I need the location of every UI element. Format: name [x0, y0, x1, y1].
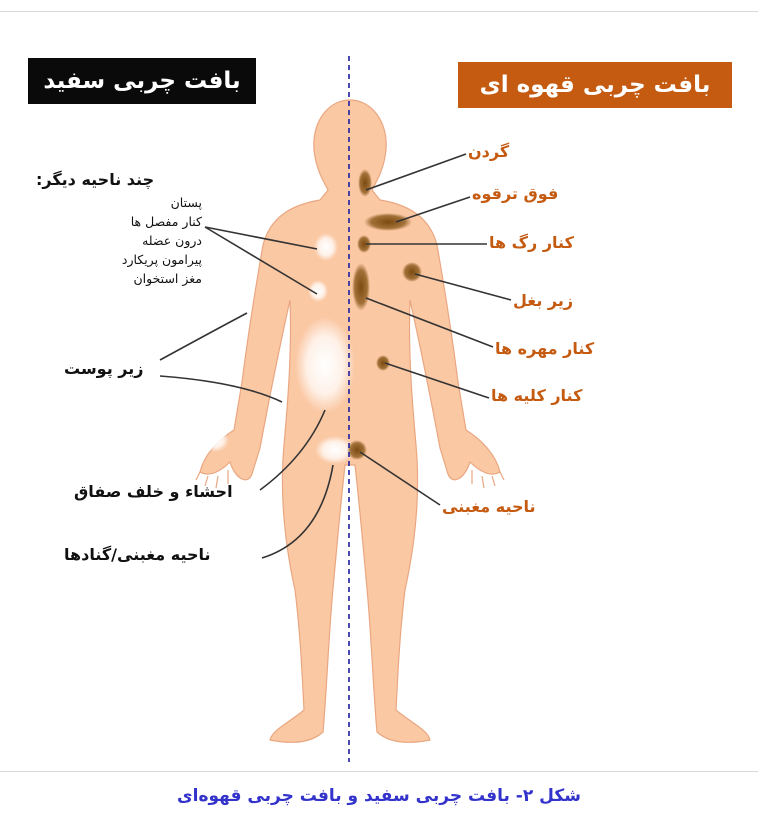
other-region-item: کنار مفصل ها [70, 212, 202, 231]
label-axillary: زیر بغل [513, 291, 573, 310]
label-subcutaneous: زیر پوست [64, 359, 156, 378]
label-visceral: احشاء و خلف صفاق [74, 482, 258, 501]
other-region-item: مغز استخوان [70, 269, 202, 288]
label-neck: گردن [468, 142, 509, 161]
other-region-item: پستان [70, 193, 202, 212]
label-inguinal: ناحیه مغبنی [442, 497, 536, 516]
label-perivascular: کنار رگ ها [489, 233, 574, 252]
figure-caption: شکل ۲- بافت چربی سفید و بافت چربی قهوه‌ا… [0, 786, 758, 806]
label-perirenal: کنار کلیه ها [491, 386, 582, 405]
brown-fat-axillary [402, 262, 422, 282]
brown-fat-header: بافت چربی قهوه ای [458, 62, 732, 108]
leader-subcutaneous-arm [160, 313, 247, 360]
brown-fat-paravertebral [352, 263, 370, 311]
label-other-regions-title: چند ناحیه دیگر: [36, 170, 202, 189]
other-regions-list: پستان کنار مفصل ها درون عضله پیرامون پری… [70, 193, 202, 288]
label-inguinal-gonads: ناحیه مغبنی/گنادها [64, 545, 260, 564]
brown-fat-supraclavicular [364, 213, 412, 231]
other-region-item: درون عضله [70, 231, 202, 250]
torso-shape [200, 100, 500, 742]
white-fat-abdomen [295, 317, 355, 413]
other-region-item: پیرامون پریکارد [70, 250, 202, 269]
human-body-silhouette [196, 100, 504, 742]
white-fat-hand [201, 428, 229, 452]
brown-fat-neck [358, 169, 372, 197]
white-fat-header: بافت چربی سفید [28, 58, 256, 104]
brown-fat-inguinal [347, 440, 367, 460]
label-supraclavicular: فوق ترقوه [472, 184, 558, 203]
brown-fat-perirenal [376, 355, 390, 371]
label-paravertebral: کنار مهره ها [495, 339, 594, 358]
white-fat-chest [314, 233, 338, 261]
